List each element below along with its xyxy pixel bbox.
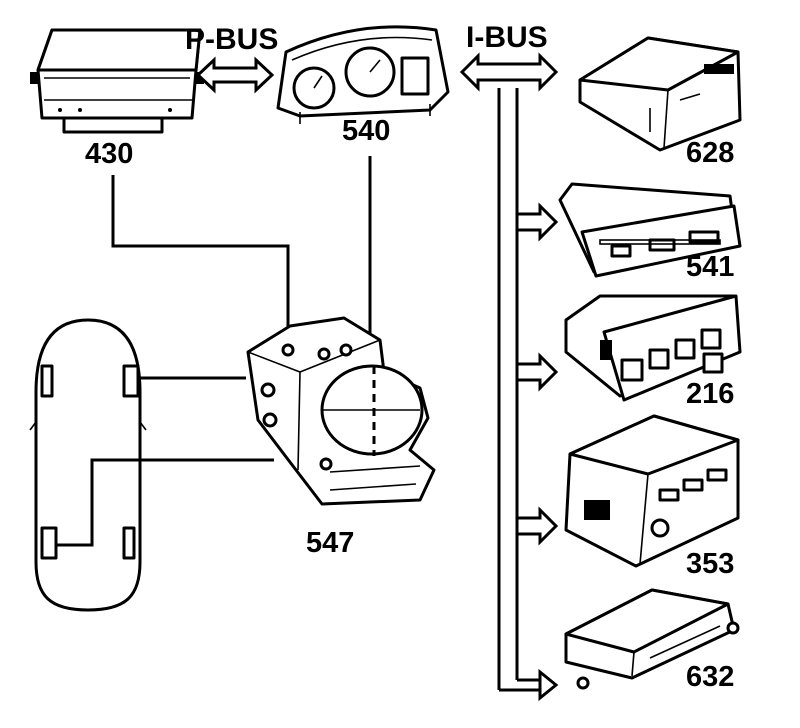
module-430-control-unit	[30, 28, 204, 134]
module-216-climate-panel	[564, 294, 742, 402]
label-632: 632	[686, 661, 734, 693]
label-547: 547	[306, 527, 354, 559]
label-540: 540	[342, 115, 390, 147]
branch-arrow-632	[538, 668, 559, 702]
wires-to-547	[111, 156, 372, 342]
module-628-unit	[578, 36, 742, 152]
label-541: 541	[686, 251, 734, 283]
label-216: 216	[686, 378, 734, 410]
label-i-bus: I-BUS	[466, 21, 548, 54]
branch-arrow-541	[515, 202, 559, 242]
wheel-sensor-wires	[56, 376, 274, 547]
module-540-instrument-cluster	[276, 25, 450, 124]
module-541-radio-display	[558, 182, 742, 278]
label-p-bus: P-BUS	[185, 23, 278, 56]
label-628: 628	[686, 137, 734, 169]
car-top-view-outline	[29, 318, 147, 612]
label-353: 353	[686, 548, 734, 580]
module-353-radio-unit	[564, 414, 740, 568]
label-430: 430	[85, 138, 133, 170]
i-bus-trunk	[497, 88, 540, 692]
branch-arrow-353	[515, 506, 559, 546]
module-547-abs-unit	[246, 316, 436, 506]
p-bus-double-arrow	[195, 56, 275, 94]
module-632-control-unit	[564, 588, 740, 690]
i-bus-double-arrow	[459, 52, 559, 92]
branch-arrow-216	[515, 352, 559, 392]
